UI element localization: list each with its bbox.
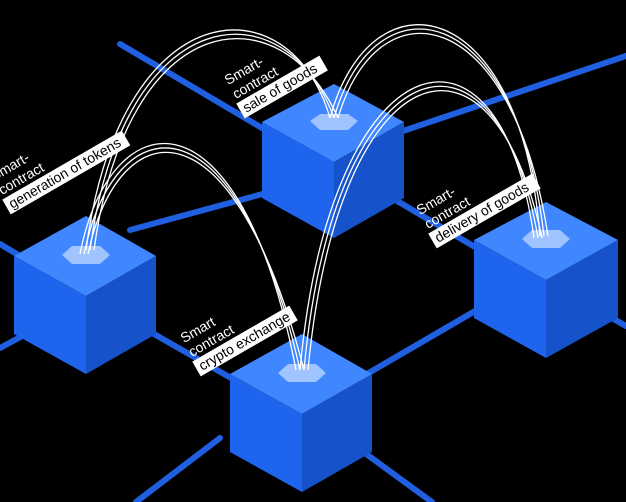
cube-right (86, 256, 156, 374)
grid-line (355, 445, 435, 502)
grid-line (133, 435, 223, 502)
label-box (2, 130, 131, 215)
hexagon-node (62, 246, 110, 264)
block-generation-of-tokens (14, 216, 156, 374)
cube-right (546, 240, 618, 358)
cube-left (230, 374, 302, 492)
hexagon-node (278, 364, 326, 382)
grid-line (397, 53, 626, 135)
arc-tokens-to-exchange (79, 142, 305, 371)
grid-line (357, 297, 497, 381)
block-crypto-exchange (230, 334, 372, 492)
cube-right (334, 122, 404, 238)
label-box (192, 305, 298, 377)
cube-left (14, 256, 86, 374)
grid-line (0, 241, 23, 259)
label-box (236, 55, 328, 119)
label-box (428, 173, 541, 249)
grid-line (117, 41, 265, 131)
arc-exchange-to-delivery (299, 81, 543, 371)
cube-left (474, 240, 546, 358)
hexagon-node (522, 230, 570, 248)
block-delivery-of-goods (474, 202, 618, 358)
cube-right (302, 374, 372, 492)
cube-left (262, 122, 334, 238)
block-sale-of-goods (262, 84, 404, 238)
arc-sale-to-delivery (329, 24, 549, 237)
hexagon-node (310, 114, 358, 130)
